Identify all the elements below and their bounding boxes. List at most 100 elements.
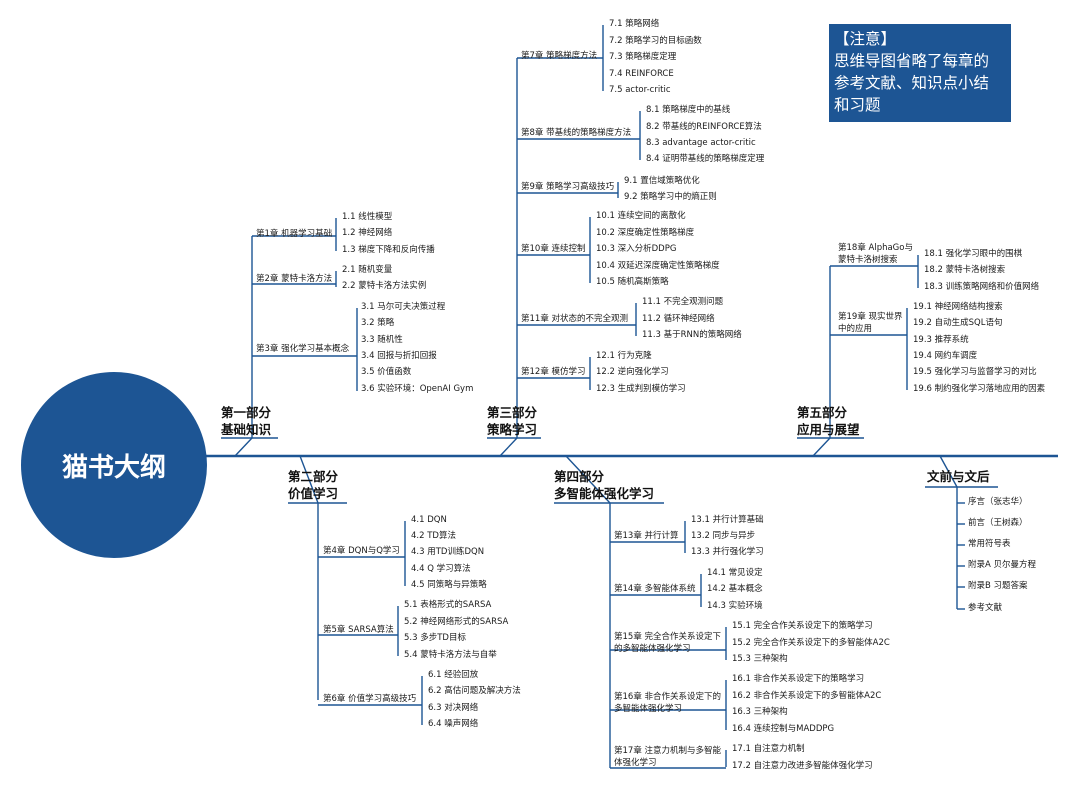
chapter-17-line-2: 体强化学习 [614, 758, 657, 768]
section-14-2: 14.2 基本概念 [707, 584, 763, 594]
chapter-17-line-1: 第17章 注意力机制与多智能 [614, 746, 722, 756]
chapter-2: 第2章 蒙特卡洛方法 [256, 274, 333, 284]
section-19-5: 19.5 强化学习与监督学习的对比 [913, 367, 1037, 377]
section-4-4: 4.4 Q 学习算法 [411, 564, 471, 574]
part-6-label: 文前与文后 [927, 468, 990, 485]
chapter-4: 第4章 DQN与Q学习 [323, 546, 400, 556]
section-7-1: 7.1 策略网络 [609, 19, 660, 29]
section-4-2: 4.2 TD算法 [411, 531, 456, 541]
front-matter-2: 前言（王树森） [968, 518, 1028, 528]
note-line-2: 思维导图省略了每章的 [834, 52, 990, 70]
chapter-12: 第12章 模仿学习 [521, 367, 586, 377]
section-15-3: 15.3 三种架构 [732, 654, 788, 664]
chapter-14: 第14章 多智能体系统 [614, 584, 696, 594]
chapter-18-line-2: 蒙特卡洛树搜索 [838, 255, 898, 265]
section-13-2: 13.2 同步与异步 [691, 531, 756, 541]
section-16-4: 16.4 连续控制与MADDPG [732, 724, 835, 734]
section-1-2: 1.2 神经网络 [342, 228, 393, 238]
section-17-1: 17.1 自注意力机制 [732, 744, 805, 754]
section-14-3: 14.3 实验环境 [707, 601, 763, 611]
chapter-18-line-1: 第18章 AlphaGo与 [838, 243, 913, 253]
section-1-1: 1.1 线性模型 [342, 212, 393, 222]
section-11-3: 11.3 基于RNN的策略网络 [642, 330, 742, 340]
part-2-line-1: 第二部分 [288, 469, 339, 484]
part-3-label: 第三部分策略学习 [487, 404, 537, 438]
section-6-3: 6.3 对决网络 [428, 703, 479, 713]
part-6-line-1: 文前与文后 [927, 469, 990, 484]
section-3-1: 3.1 马尔可夫决策过程 [361, 302, 446, 312]
chapter-8: 第8章 带基线的策略梯度方法 [521, 128, 632, 138]
section-17-2: 17.2 自注意力改进多智能体强化学习 [732, 761, 873, 771]
note-line-3: 参考文献、知识点小结 [834, 74, 990, 92]
section-19-4: 19.4 网约车调度 [913, 351, 978, 361]
part-2-line-2: 价值学习 [288, 486, 339, 501]
section-11-2: 11.2 循环神经网络 [642, 314, 715, 324]
section-10-3: 10.3 深入分析DDPG [596, 244, 677, 254]
chapter-1: 第1章 机器学习基础 [256, 229, 333, 239]
section-13-3: 13.3 并行强化学习 [691, 547, 764, 557]
section-19-1: 19.1 神经网络结构搜索 [913, 302, 1003, 312]
section-5-2: 5.2 神经网络形式的SARSA [404, 617, 509, 627]
note-line-1: 【注意】 [834, 30, 897, 48]
chapter-11: 第11章 对状态的不完全观测 [521, 314, 629, 324]
section-2-2: 2.2 蒙特卡洛方法实例 [342, 281, 427, 291]
section-5-4: 5.4 蒙特卡洛方法与自举 [404, 650, 497, 660]
chapter-16-line-2: 多智能体强化学习 [614, 704, 683, 714]
part-4-label: 第四部分多智能体强化学习 [554, 468, 654, 502]
section-3-4: 3.4 回报与折扣回报 [361, 351, 437, 361]
section-5-1: 5.1 表格形式的SARSA [404, 600, 492, 610]
section-4-1: 4.1 DQN [411, 515, 447, 525]
section-11-1: 11.1 不完全观测问题 [642, 297, 724, 307]
chapter-10: 第10章 连续控制 [521, 244, 586, 254]
section-3-5: 3.5 价值函数 [361, 367, 412, 377]
section-8-2: 8.2 带基线的REINFORCE算法 [646, 122, 762, 132]
chapter-19-line-2: 中的应用 [838, 324, 873, 334]
section-8-4: 8.4 证明带基线的策略梯度定理 [646, 154, 765, 164]
chapter-6: 第6章 价值学习高级技巧 [323, 694, 417, 704]
part-5-label: 第五部分应用与展望 [797, 404, 860, 438]
part-2-label: 第二部分价值学习 [288, 468, 338, 502]
chapter-5: 第5章 SARSA算法 [323, 625, 394, 635]
section-9-2: 9.2 策略学习中的熵正则 [624, 192, 717, 202]
section-10-4: 10.4 双延迟深度确定性策略梯度 [596, 261, 720, 271]
section-3-6: 3.6 实验环境：OpenAI Gym [361, 384, 474, 394]
central-title: 猫书大纲 [21, 372, 207, 558]
section-15-1: 15.1 完全合作关系设定下的策略学习 [732, 621, 873, 631]
section-13-1: 13.1 并行计算基础 [691, 515, 764, 525]
part-3-line-1: 第三部分 [487, 405, 538, 420]
section-8-1: 8.1 策略梯度中的基线 [646, 105, 731, 115]
section-3-3: 3.3 随机性 [361, 335, 403, 345]
chapter-7: 第7章 策略梯度方法 [521, 51, 598, 61]
section-12-1: 12.1 行为克隆 [596, 351, 652, 361]
section-5-3: 5.3 多步TD目标 [404, 633, 466, 643]
section-18-1: 18.1 强化学习眼中的围棋 [924, 249, 1023, 259]
front-matter-1: 序言（张志华） [968, 497, 1028, 507]
section-8-3: 8.3 advantage actor-critic [646, 138, 756, 148]
section-6-4: 6.4 噪声网络 [428, 719, 479, 729]
section-7-5: 7.5 actor-critic [609, 85, 671, 95]
section-10-1: 10.1 连续空间的离散化 [596, 211, 686, 221]
part-5-line-1: 第五部分 [797, 405, 848, 420]
note-box: 【注意】 思维导图省略了每章的 参考文献、知识点小结 和习题 [829, 24, 1011, 122]
chapter-19-line-1: 第19章 现实世界 [838, 312, 903, 322]
section-7-4: 7.4 REINFORCE [609, 69, 674, 79]
references: 参考文献 [968, 603, 1003, 613]
note-line-4: 和习题 [834, 96, 881, 114]
part-3-line-2: 策略学习 [487, 422, 538, 437]
section-12-2: 12.2 逆向强化学习 [596, 367, 669, 377]
section-4-5: 4.5 同策略与异策略 [411, 580, 487, 590]
section-3-2: 3.2 策略 [361, 318, 395, 328]
section-19-6: 19.6 制约强化学习落地应用的因素 [913, 384, 1046, 394]
section-6-2: 6.2 高估问题及解决方法 [428, 686, 521, 696]
chapter-13: 第13章 并行计算 [614, 531, 679, 541]
chapter-9: 第9章 策略学习高级技巧 [521, 182, 615, 192]
section-15-2: 15.2 完全合作关系设定下的多智能体A2C [732, 638, 890, 648]
section-19-3: 19.3 推荐系统 [913, 335, 969, 345]
section-18-3: 18.3 训练策略网络和价值网络 [924, 282, 1040, 292]
section-2-1: 2.1 随机变量 [342, 265, 393, 275]
appendix-a: 附录A 贝尔曼方程 [968, 560, 1037, 570]
section-10-2: 10.2 深度确定性策略梯度 [596, 228, 695, 238]
section-6-1: 6.1 经验回放 [428, 670, 479, 680]
front-matter-3: 常用符号表 [968, 539, 1011, 549]
